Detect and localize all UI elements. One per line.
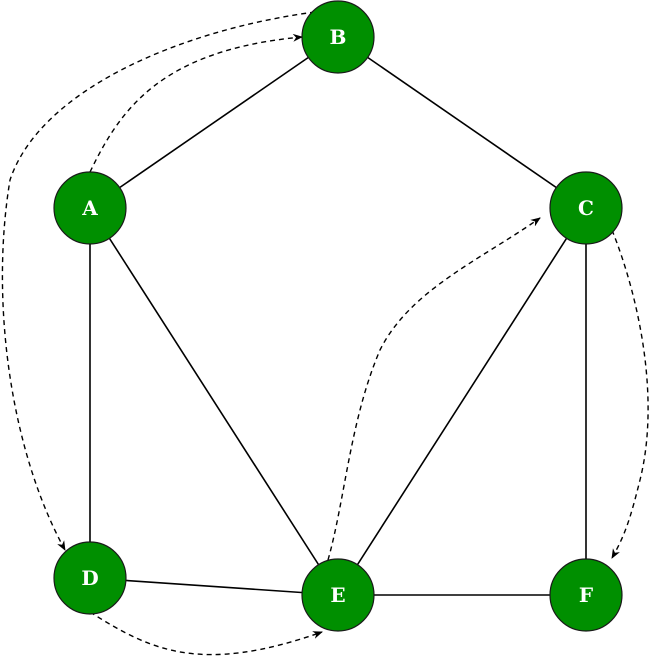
node-circle	[301, 0, 375, 74]
node-label: C	[578, 196, 594, 220]
node-label: B	[330, 25, 347, 49]
traversal-arrow-B-D	[1, 11, 316, 551]
traversal-arrow-D-E	[89, 611, 323, 656]
node-label: D	[81, 566, 98, 590]
node-label: E	[330, 583, 345, 607]
traversal-arrow-A-B	[89, 33, 303, 173]
edge-C-E	[337, 207, 587, 596]
traversal-arrow-C-F	[611, 229, 649, 559]
edge-D-E	[89, 577, 339, 596]
edge-A-E	[89, 207, 339, 596]
node-label: A	[81, 196, 98, 220]
node-circle	[53, 171, 127, 245]
node-D: D	[53, 541, 127, 615]
node-B: B	[301, 0, 375, 74]
node-circle	[53, 541, 127, 615]
node-label: F	[579, 583, 593, 607]
edge-B-C	[337, 36, 587, 209]
node-F: F	[549, 558, 623, 632]
edge-A-B	[89, 36, 339, 209]
node-E: E	[301, 558, 375, 632]
node-circle	[549, 171, 623, 245]
node-circle	[549, 558, 623, 632]
node-circle	[301, 558, 375, 632]
traversal-arrow-E-C	[327, 217, 541, 561]
node-C: C	[549, 171, 623, 245]
node-A: A	[53, 171, 127, 245]
